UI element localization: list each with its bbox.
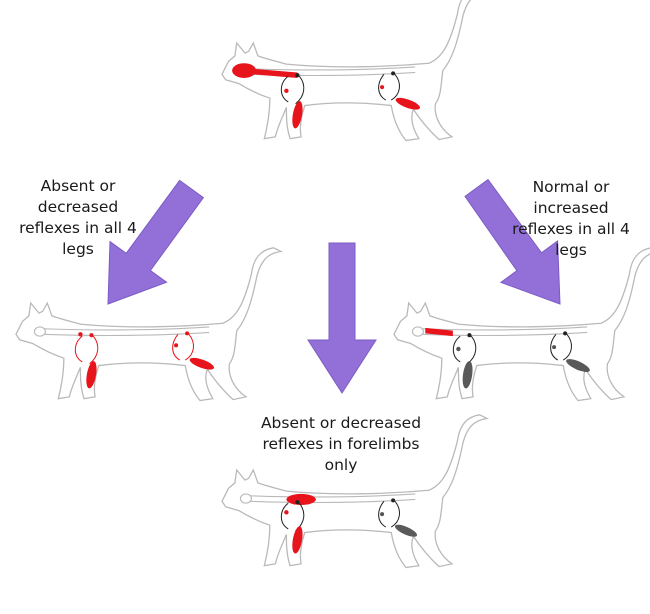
hindlimb-muscle xyxy=(566,359,590,373)
hindlimb-reflex-arc xyxy=(550,331,590,373)
hindlimb-muscle xyxy=(189,357,215,370)
forelimb-muscle xyxy=(462,361,473,389)
hindlimb-muscle xyxy=(394,524,418,537)
hindlimb-reflex-arc xyxy=(378,71,421,110)
forelimb-reflex-arc xyxy=(452,333,477,389)
arrow-to-left xyxy=(107,179,205,305)
cat-bottom xyxy=(221,414,488,569)
brain-lesion xyxy=(232,63,257,78)
hindlimb-reflex-arc xyxy=(378,498,418,537)
hindlimb-reflex-arc xyxy=(172,331,215,370)
forelimb-reflex-arc xyxy=(280,500,305,554)
arrow-to-right xyxy=(464,178,561,305)
hindlimb-muscle xyxy=(395,97,421,110)
label-all-legs-decreased: Absent or decreased reflexes in all 4 le… xyxy=(19,177,137,258)
label-all-legs-increased: Normal or increased reflexes in all 4 le… xyxy=(512,178,630,259)
cervical-cord-lesion xyxy=(425,327,453,337)
label-forelimbs-decreased: Absent or decreased reflexes in forelimb… xyxy=(260,414,422,474)
forelimb-muscle xyxy=(86,361,97,389)
cat-right xyxy=(393,247,650,402)
forelimb-reflex-arc xyxy=(280,73,305,129)
forelimb-muscle xyxy=(292,526,303,554)
cat-left xyxy=(15,247,282,402)
forelimb-reflex-arc xyxy=(74,332,99,389)
forelimb-muscle xyxy=(292,101,303,129)
arrow-to-bottom xyxy=(307,242,377,394)
cat-top xyxy=(221,0,488,142)
brachial-cord-lesion xyxy=(286,493,316,505)
